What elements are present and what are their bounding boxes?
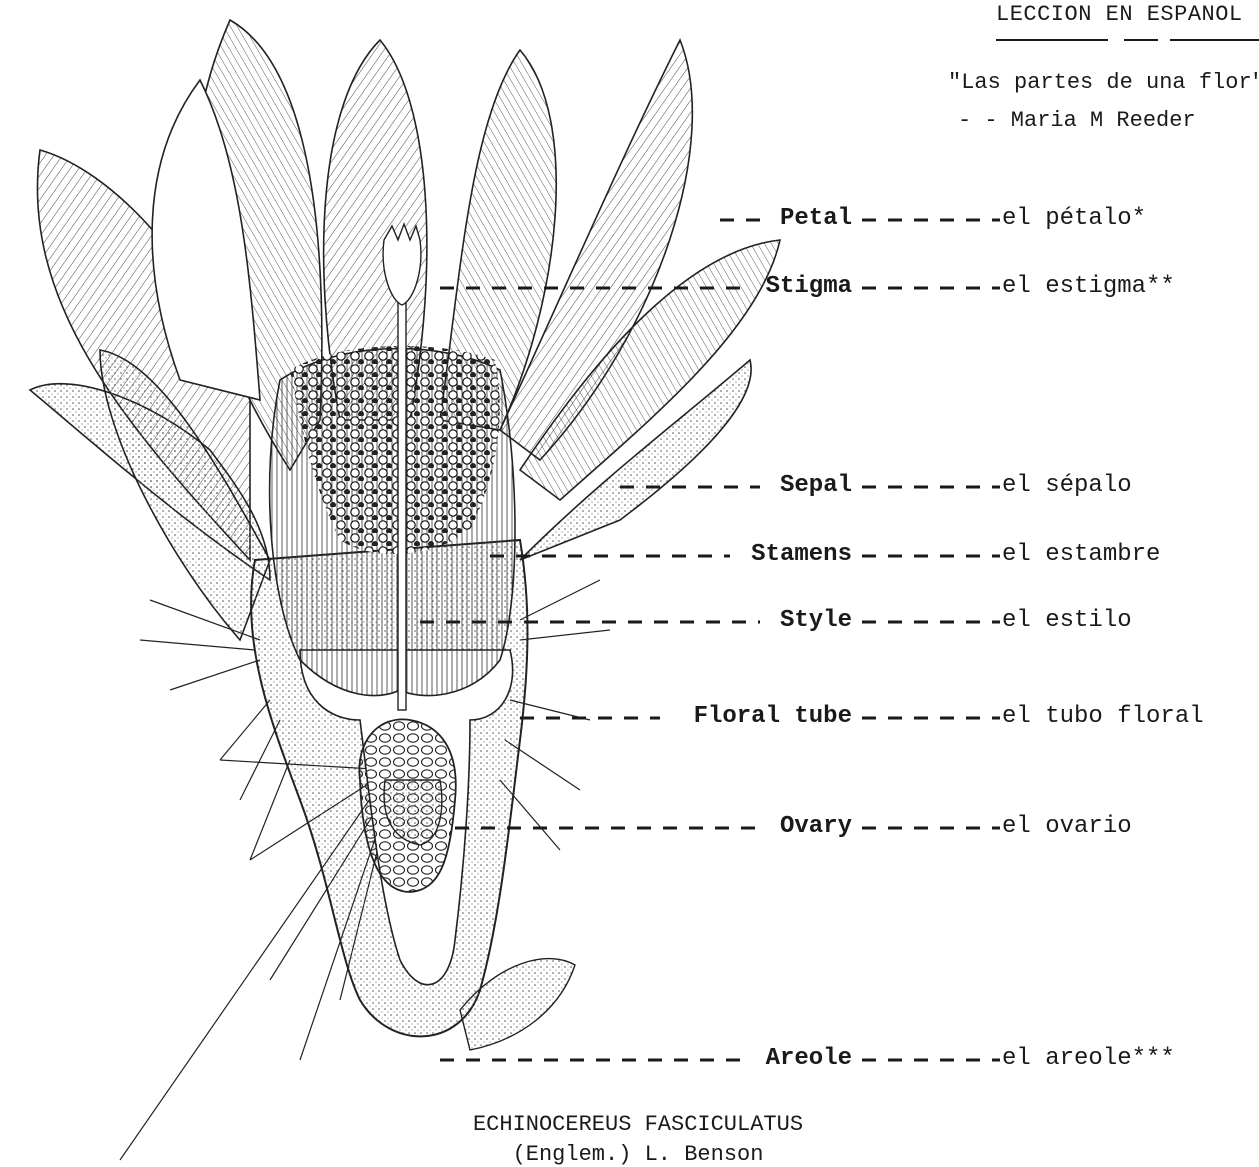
- label-en-stamens: Stamens: [492, 541, 852, 569]
- label-en-floral-tube: Floral tube: [492, 703, 852, 731]
- label-en-style: Style: [492, 607, 852, 635]
- style: [398, 300, 406, 710]
- species-name: ECHINOCEREUS FASCICULATUS: [378, 1112, 898, 1137]
- label-es-ovary: el ovario: [1002, 813, 1132, 841]
- label-es-stigma: el estigma**: [1002, 273, 1175, 301]
- label-es-style: el estilo: [1002, 607, 1132, 635]
- label-en-stigma: Stigma: [492, 273, 852, 301]
- label-en-areole: Areole: [492, 1045, 852, 1073]
- label-en-petal: Petal: [492, 205, 852, 233]
- label-es-floral-tube: el tubo floral: [1002, 703, 1204, 731]
- author-line: - - Maria M Reeder: [958, 108, 1196, 133]
- lesson-subtitle: "Las partes de una flor": [948, 70, 1259, 95]
- label-es-stamens: el estambre: [1002, 541, 1160, 569]
- lesson-title: LECCION EN ESPANOL: [996, 2, 1243, 27]
- label-es-sepal: el sépalo: [1002, 472, 1132, 500]
- label-en-ovary: Ovary: [492, 813, 852, 841]
- label-es-petal: el pétalo*: [1002, 205, 1146, 233]
- label-es-areole: el areole***: [1002, 1045, 1175, 1073]
- species-authority: (Englem.) L. Benson: [378, 1142, 898, 1167]
- label-en-sepal: Sepal: [492, 472, 852, 500]
